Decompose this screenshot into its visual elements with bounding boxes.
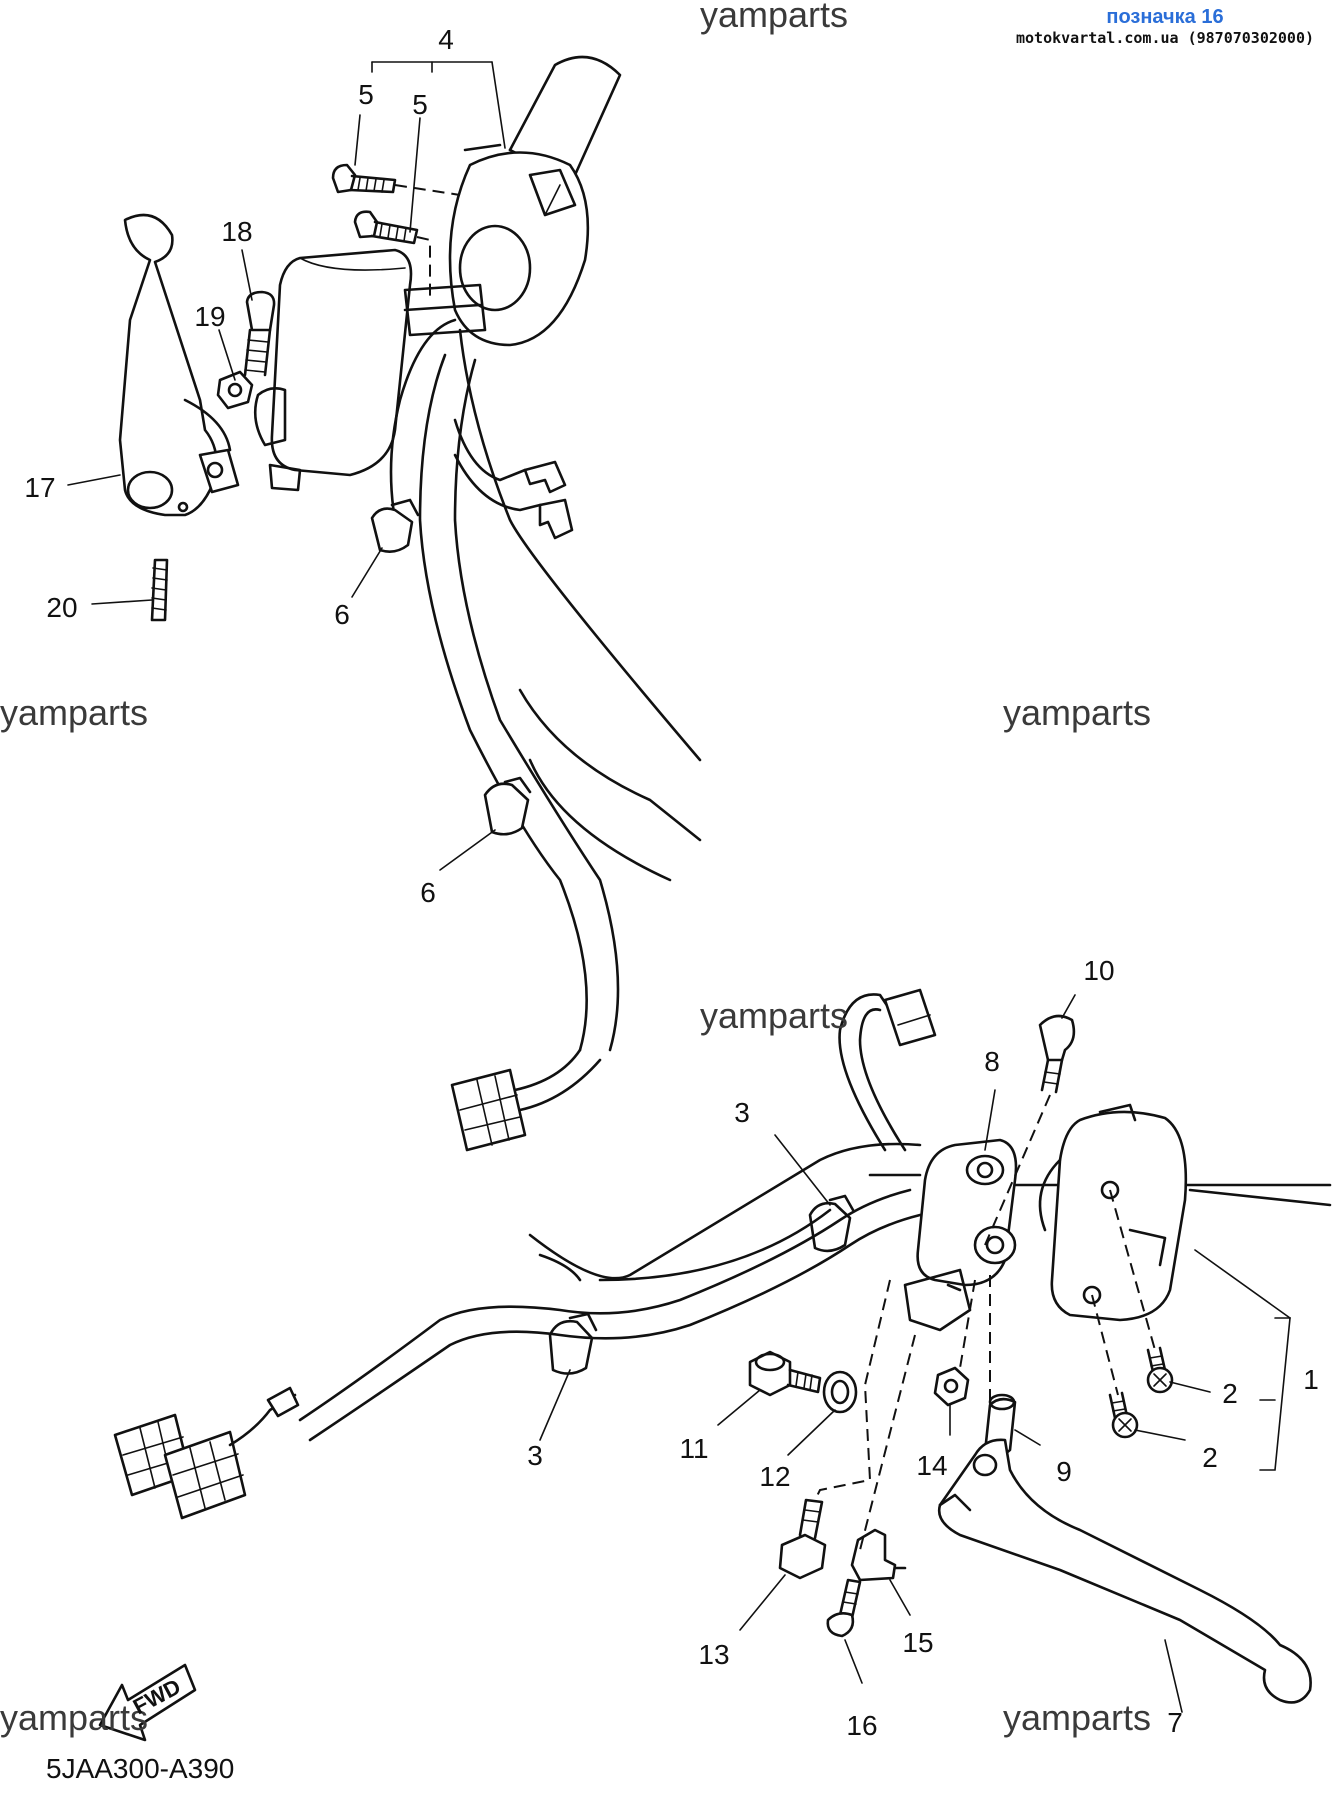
right-wiring bbox=[298, 993, 922, 1442]
bolt-11 bbox=[748, 1350, 822, 1397]
brake-lever-7 bbox=[937, 1438, 1312, 1704]
right-harness-connectors bbox=[113, 1386, 300, 1520]
nut-14 bbox=[933, 1366, 970, 1407]
callout-3: 3 bbox=[527, 1440, 543, 1471]
left-screws-5 bbox=[331, 163, 461, 300]
dashed-guides-right bbox=[814, 1275, 991, 1551]
callout-18: 18 bbox=[221, 216, 253, 247]
diagram-tag: позначка 16 motokvartal.com.ua (98707030… bbox=[1016, 6, 1314, 47]
lever-nut-19 bbox=[216, 370, 254, 410]
callout-20: 20 bbox=[46, 592, 78, 623]
washer-12 bbox=[822, 1370, 858, 1414]
screw-16 bbox=[826, 1578, 862, 1638]
watermark: yamparts bbox=[0, 1697, 149, 1738]
callout-10: 10 bbox=[1083, 955, 1115, 986]
callout-8: 8 bbox=[984, 1046, 1000, 1077]
handlebar-outline-left bbox=[518, 688, 702, 882]
fwd-arrow-icon bbox=[98, 1663, 197, 1742]
callout-5: 5 bbox=[412, 89, 428, 120]
relay-unit bbox=[253, 248, 413, 492]
tag-title: позначка 16 bbox=[1106, 6, 1224, 28]
small-connectors bbox=[523, 460, 574, 540]
callout-1: 1 bbox=[1303, 1364, 1319, 1395]
callout-11: 11 bbox=[679, 1433, 709, 1464]
brake-switch-15 bbox=[850, 1528, 907, 1582]
callout-7: 7 bbox=[1167, 1707, 1183, 1738]
callout-4: 4 bbox=[438, 24, 454, 55]
watermark: yamparts bbox=[0, 692, 149, 733]
watermark: yamparts bbox=[1003, 692, 1152, 733]
wire-connector-top bbox=[883, 988, 937, 1047]
watermark: yamparts bbox=[700, 995, 849, 1036]
screws-2 bbox=[1091, 1189, 1174, 1439]
lever-bolt-18 bbox=[243, 290, 276, 377]
switch-wiring bbox=[389, 283, 702, 1052]
callout-15: 15 bbox=[902, 1627, 934, 1658]
watermark: yamparts bbox=[700, 0, 849, 35]
adjuster-spring-20 bbox=[150, 558, 169, 622]
callout-5: 5 bbox=[358, 79, 374, 110]
left-harness-connector bbox=[450, 1048, 602, 1152]
callout-13: 13 bbox=[698, 1639, 730, 1670]
watermark: yamparts bbox=[1003, 1697, 1152, 1738]
left-lever bbox=[118, 213, 240, 517]
callout-6: 6 bbox=[334, 599, 350, 630]
callout-16: 16 bbox=[846, 1710, 878, 1741]
bolt-13 bbox=[778, 1498, 827, 1580]
bolt-10 bbox=[984, 1014, 1076, 1246]
callout-9: 9 bbox=[1056, 1456, 1072, 1487]
left-handlebar-switch bbox=[448, 143, 590, 347]
right-handlebar-switch bbox=[1038, 1103, 1188, 1322]
callout-19: 19 bbox=[194, 301, 226, 332]
diagram-code: 5JAA300-A390 bbox=[46, 1753, 235, 1784]
callout-2: 2 bbox=[1202, 1442, 1218, 1473]
callout-14: 14 bbox=[916, 1450, 948, 1481]
master-cylinder-bracket bbox=[903, 1138, 1018, 1332]
leader-lines-right bbox=[539, 994, 1291, 1713]
callout-2: 2 bbox=[1222, 1378, 1238, 1409]
callout-6: 6 bbox=[420, 877, 436, 908]
leader-lines-top bbox=[67, 61, 506, 871]
callout-3: 3 bbox=[734, 1097, 750, 1128]
callout-12: 12 bbox=[759, 1461, 791, 1492]
tag-site-link[interactable]: motokvartal.com.ua (987070302000) bbox=[1015, 29, 1314, 47]
callout-17: 17 bbox=[24, 472, 56, 503]
